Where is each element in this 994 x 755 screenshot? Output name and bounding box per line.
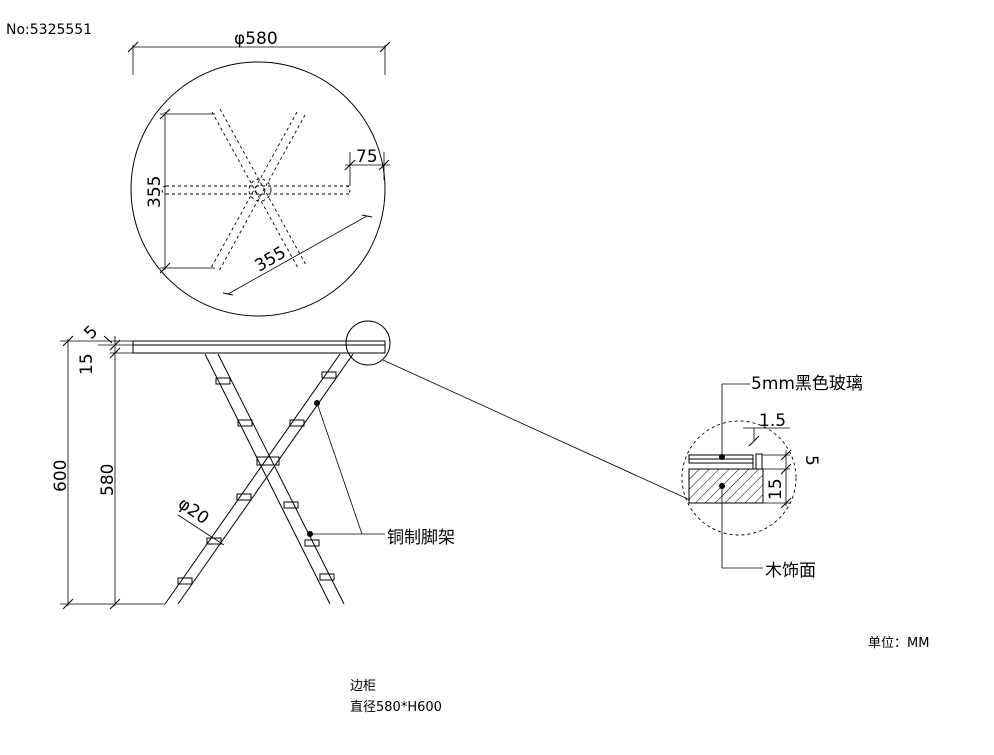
detail-glass-dim: 5 <box>801 455 821 466</box>
top-diameter-dim: φ580 <box>234 29 278 49</box>
leg-label: 铜制脚架 <box>387 528 455 548</box>
wood-thickness-dim: 15 <box>77 353 97 375</box>
glass-label: 5mm黑色玻璃 <box>751 374 863 394</box>
gap-dim: 1.5 <box>759 411 786 431</box>
drawing-number: No:5325551 <box>6 22 92 38</box>
total-height-dim: 600 <box>51 460 71 492</box>
caption-spec: 直径580*H600 <box>350 700 442 715</box>
wood-label: 木饰面 <box>765 561 816 581</box>
table-top-outline <box>130 61 386 317</box>
leg-height-dim: 580 <box>98 464 118 496</box>
detail-leader <box>382 359 691 501</box>
detail-wood-dim: 15 <box>766 478 786 500</box>
top-diagonal-dim: 355 <box>252 243 290 277</box>
unit-label: 单位：MM <box>868 636 929 651</box>
edge-detail: 5mm黑色玻璃 木饰面 1.5 5 15 <box>681 374 863 581</box>
caption-name: 边柜 <box>350 679 376 694</box>
top-vertical-dim: 355 <box>145 176 165 208</box>
top-view-legs <box>161 108 351 272</box>
top-view: φ580 355 355 <box>127 29 391 317</box>
elevation-view: 铜制脚架 φ20 600 580 5 15 <box>51 320 691 610</box>
detail-callout-circle <box>345 320 391 366</box>
top-end-dim: 75 <box>356 147 378 167</box>
tube-diameter-dim: φ20 <box>174 494 212 529</box>
glass-thickness-dim: 5 <box>80 322 102 344</box>
wood-section <box>688 468 764 504</box>
elevation-legs <box>164 353 354 605</box>
